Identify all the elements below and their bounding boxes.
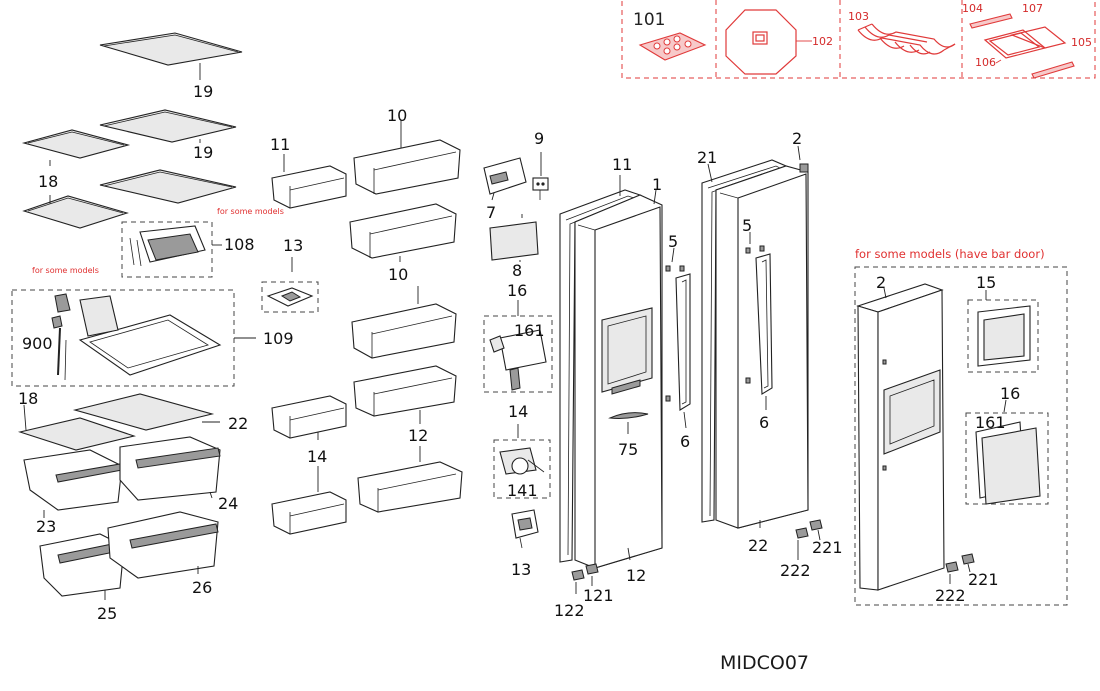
svg-text:22: 22: [748, 536, 768, 555]
crisper-23: 23: [23, 449, 123, 536]
svg-text:2: 2: [792, 129, 802, 148]
shelf-19-middle: 19: [99, 109, 237, 162]
svg-text:222: 222: [935, 586, 966, 605]
svg-text:108: 108: [224, 235, 255, 254]
shelf-18-lower: [22, 195, 129, 229]
svg-text:221: 221: [968, 570, 999, 589]
svg-text:1: 1: [652, 175, 662, 194]
crisper-24: 24: [119, 436, 238, 513]
svg-text:13: 13: [283, 236, 303, 255]
svg-text:11: 11: [612, 155, 632, 174]
svg-text:141: 141: [507, 481, 538, 500]
door-bin-10a: 10: [353, 106, 461, 195]
svg-text:221: 221: [812, 538, 843, 557]
shelf-19-lower: [99, 169, 237, 204]
door-bin-11: 11: [270, 135, 347, 209]
right-door-handle: 5 6: [742, 216, 773, 432]
crisper-25: 25: [39, 533, 125, 623]
label-107: 107: [1022, 2, 1043, 15]
shelf-19-top: 19: [99, 32, 243, 101]
svg-text:5: 5: [668, 232, 678, 251]
cover-22: 22: [72, 393, 248, 433]
svg-text:for some models: for some models: [32, 266, 99, 275]
svg-text:12: 12: [408, 426, 428, 445]
label-104: 104: [962, 2, 983, 15]
svg-text:12: 12: [626, 566, 646, 585]
svg-text:122: 122: [554, 601, 585, 620]
svg-text:8: 8: [512, 261, 522, 280]
right-door-assembly: 21 2 22 222 221: [697, 129, 843, 580]
svg-text:16: 16: [507, 281, 527, 300]
svg-text:14: 14: [508, 402, 528, 421]
svg-text:10: 10: [388, 265, 408, 284]
label-103: 103: [848, 10, 869, 23]
part-9: 9: [532, 129, 549, 200]
svg-text:24: 24: [218, 494, 238, 513]
svg-text:10: 10: [387, 106, 407, 125]
svg-text:18: 18: [38, 172, 58, 191]
svg-text:900: 900: [22, 334, 53, 353]
svg-text:161: 161: [975, 413, 1006, 432]
model-code: MIDCO07: [720, 652, 809, 674]
left-door-handle: 5 6: [665, 232, 691, 451]
ice-tray-101: 101: [633, 10, 707, 61]
svg-text:13: 13: [511, 560, 531, 579]
svg-text:121: 121: [583, 586, 614, 605]
shelf-18-upper: 18: [21, 129, 131, 191]
label-101: 101: [633, 10, 665, 30]
svg-text:for some models: for some models: [217, 207, 284, 216]
label-102: 102: [812, 35, 833, 48]
svg-text:75: 75: [618, 440, 638, 459]
bar-door-box: for some models (have bar door) 2 15 16 …: [854, 247, 1068, 606]
svg-text:23: 23: [36, 517, 56, 536]
svg-text:9: 9: [534, 129, 544, 148]
panel-8: 8: [489, 214, 539, 280]
svg-text:25: 25: [97, 604, 117, 623]
left-door-assembly: 75 11 1 12 122 121: [554, 155, 663, 620]
svg-text:6: 6: [759, 413, 769, 432]
door-bin-14a: 14: [271, 395, 347, 466]
valve-13: 13: [511, 509, 539, 579]
cover-18: 18: [17, 389, 136, 451]
door-bin-10c: [351, 286, 457, 359]
door-bin-10b: 10: [349, 203, 457, 284]
svg-text:15: 15: [976, 273, 996, 292]
door-bin-12b: [357, 446, 463, 513]
svg-text:5: 5: [742, 216, 752, 235]
svg-text:21: 21: [697, 148, 717, 167]
accessory-box: 101 102 103 104 107: [621, 0, 1096, 79]
assembly-109: for some models 109 900: [11, 266, 294, 387]
svg-text:222: 222: [780, 561, 811, 580]
label-106: 106: [975, 56, 996, 69]
door-bin-14b: [271, 466, 347, 535]
control-board-7: 7: [483, 157, 527, 222]
svg-text:11: 11: [270, 135, 290, 154]
svg-text:for some models (have bar door: for some models (have bar door): [855, 247, 1045, 261]
svg-text:19: 19: [193, 143, 213, 162]
svg-text:2: 2: [876, 273, 886, 292]
assembly-108: for some models 108: [121, 207, 284, 278]
svg-text:161: 161: [514, 321, 545, 340]
svg-text:22: 22: [228, 414, 248, 433]
svg-text:18: 18: [18, 389, 38, 408]
dispenser-box-14: 14 141: [493, 402, 551, 500]
svg-text:7: 7: [486, 203, 496, 222]
crisper-26: 26: [107, 511, 219, 597]
tray-kit-104-107: 104 107 105 106: [962, 2, 1092, 79]
svg-text:26: 26: [192, 578, 212, 597]
svg-text:16: 16: [1000, 384, 1020, 403]
svg-text:19: 19: [193, 82, 213, 101]
door-bin-12a: 12: [353, 365, 457, 445]
mat-102: 102: [725, 9, 833, 75]
part-13-cap: 13: [261, 236, 319, 313]
label-105: 105: [1071, 36, 1092, 49]
svg-text:14: 14: [307, 447, 327, 466]
svg-text:6: 6: [680, 432, 690, 451]
dispenser-box-16: 16 161: [483, 281, 553, 393]
svg-text:109: 109: [263, 329, 294, 348]
wine-rack-103: 103: [848, 10, 956, 55]
